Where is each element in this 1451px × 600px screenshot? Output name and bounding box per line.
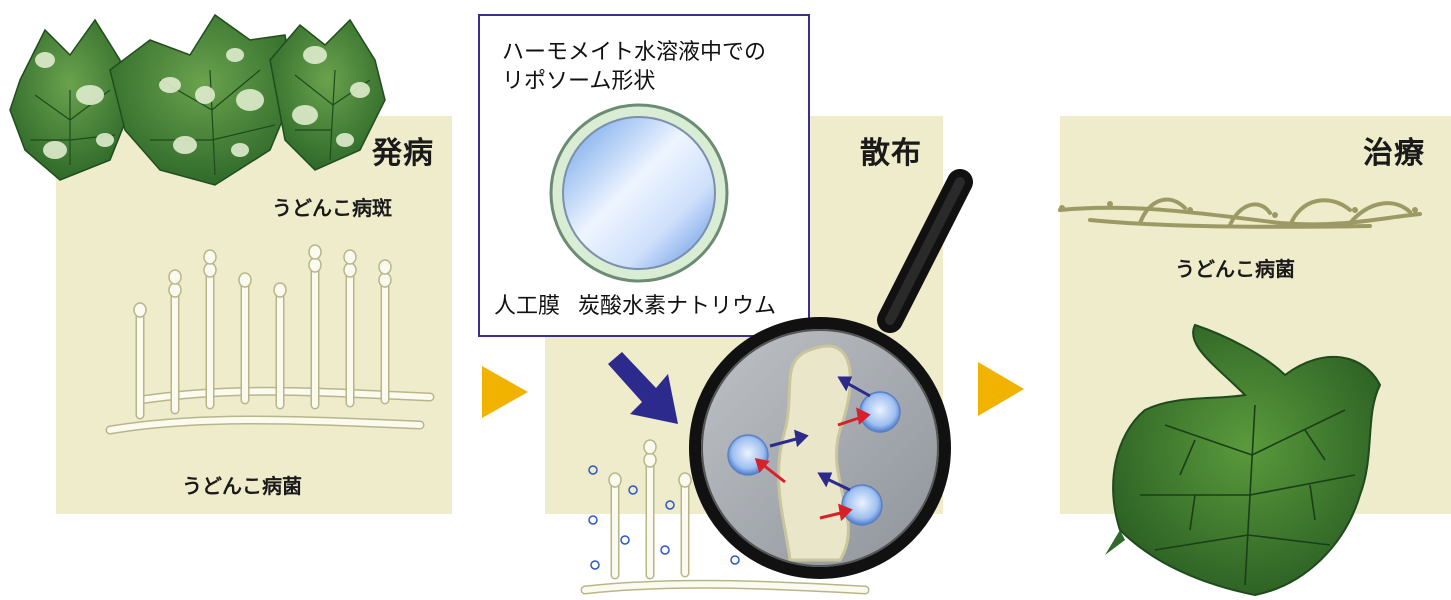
blue-pointer-arrow (608, 352, 678, 424)
stage-arrow-1 (482, 366, 528, 418)
liposome-inset-box: ハーモメイト水溶液中での リポソーム形状 人工膜 炭酸水素ナトリウム (478, 14, 810, 337)
collapsed-fungus-illustration (1058, 197, 1422, 229)
label-artificial-membrane: 人工膜 (494, 294, 561, 319)
mildew-fungus-illustration (105, 244, 435, 435)
stage-label-spray: 散布 (860, 136, 922, 171)
caption-mildew-fungus-1: うどんこ病菌 (182, 474, 302, 498)
stage-arrow-2 (978, 362, 1024, 416)
fungus-spray-illustration (580, 439, 870, 595)
label-sodium-bicarbonate: 炭酸水素ナトリウム (578, 294, 777, 319)
liposome-sphere (549, 103, 729, 283)
healthy-leaf-illustration (1105, 323, 1382, 597)
caption-mildew-fungus-3: うどんこ病菌 (1175, 257, 1295, 281)
caption-mildew-spot: うどんこ病斑 (272, 196, 392, 220)
stage-label-cure: 治療 (1363, 136, 1425, 171)
mildew-leaves-illustration (9, 13, 386, 186)
liposome-inset-title: ハーモメイト水溶液中での リポソーム形状 (502, 38, 766, 96)
magnifying-glass-icon (689, 169, 973, 579)
stage-label-onset: 発病 (372, 136, 434, 171)
liposome-title-line-1: ハーモメイト水溶液中での (502, 40, 767, 65)
liposome-title-line-2: リポソーム形状 (502, 69, 656, 94)
